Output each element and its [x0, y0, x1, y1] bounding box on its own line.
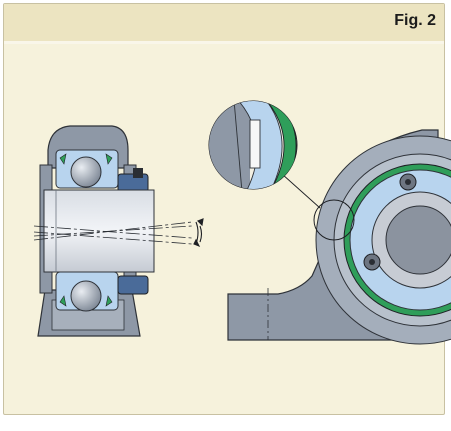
set-screw-top	[133, 168, 143, 178]
axis-line-3	[33, 231, 193, 245]
misalignment-arrows-icon	[193, 218, 204, 248]
figure-label: Fig. 2	[394, 12, 436, 29]
figure-header	[4, 4, 444, 41]
locking-collar-bottom	[117, 275, 149, 295]
seal-top-left	[59, 153, 67, 165]
seal-top-right	[105, 153, 113, 165]
ball-top	[70, 156, 102, 188]
axis-line-4	[33, 221, 193, 241]
housing-view	[227, 129, 451, 345]
section-view	[33, 125, 204, 337]
zoom-detail	[208, 100, 298, 190]
grub-screw-bottom	[363, 253, 381, 271]
axis-line-1	[33, 225, 193, 239]
ball-bottom	[70, 280, 102, 312]
detail-marker	[313, 199, 355, 241]
leader-line	[281, 173, 321, 209]
bore	[385, 205, 451, 275]
grub-screw-top	[399, 173, 417, 191]
seal-bottom-right	[105, 295, 113, 307]
header-divider	[4, 41, 444, 44]
seal-bottom-left	[59, 295, 67, 307]
